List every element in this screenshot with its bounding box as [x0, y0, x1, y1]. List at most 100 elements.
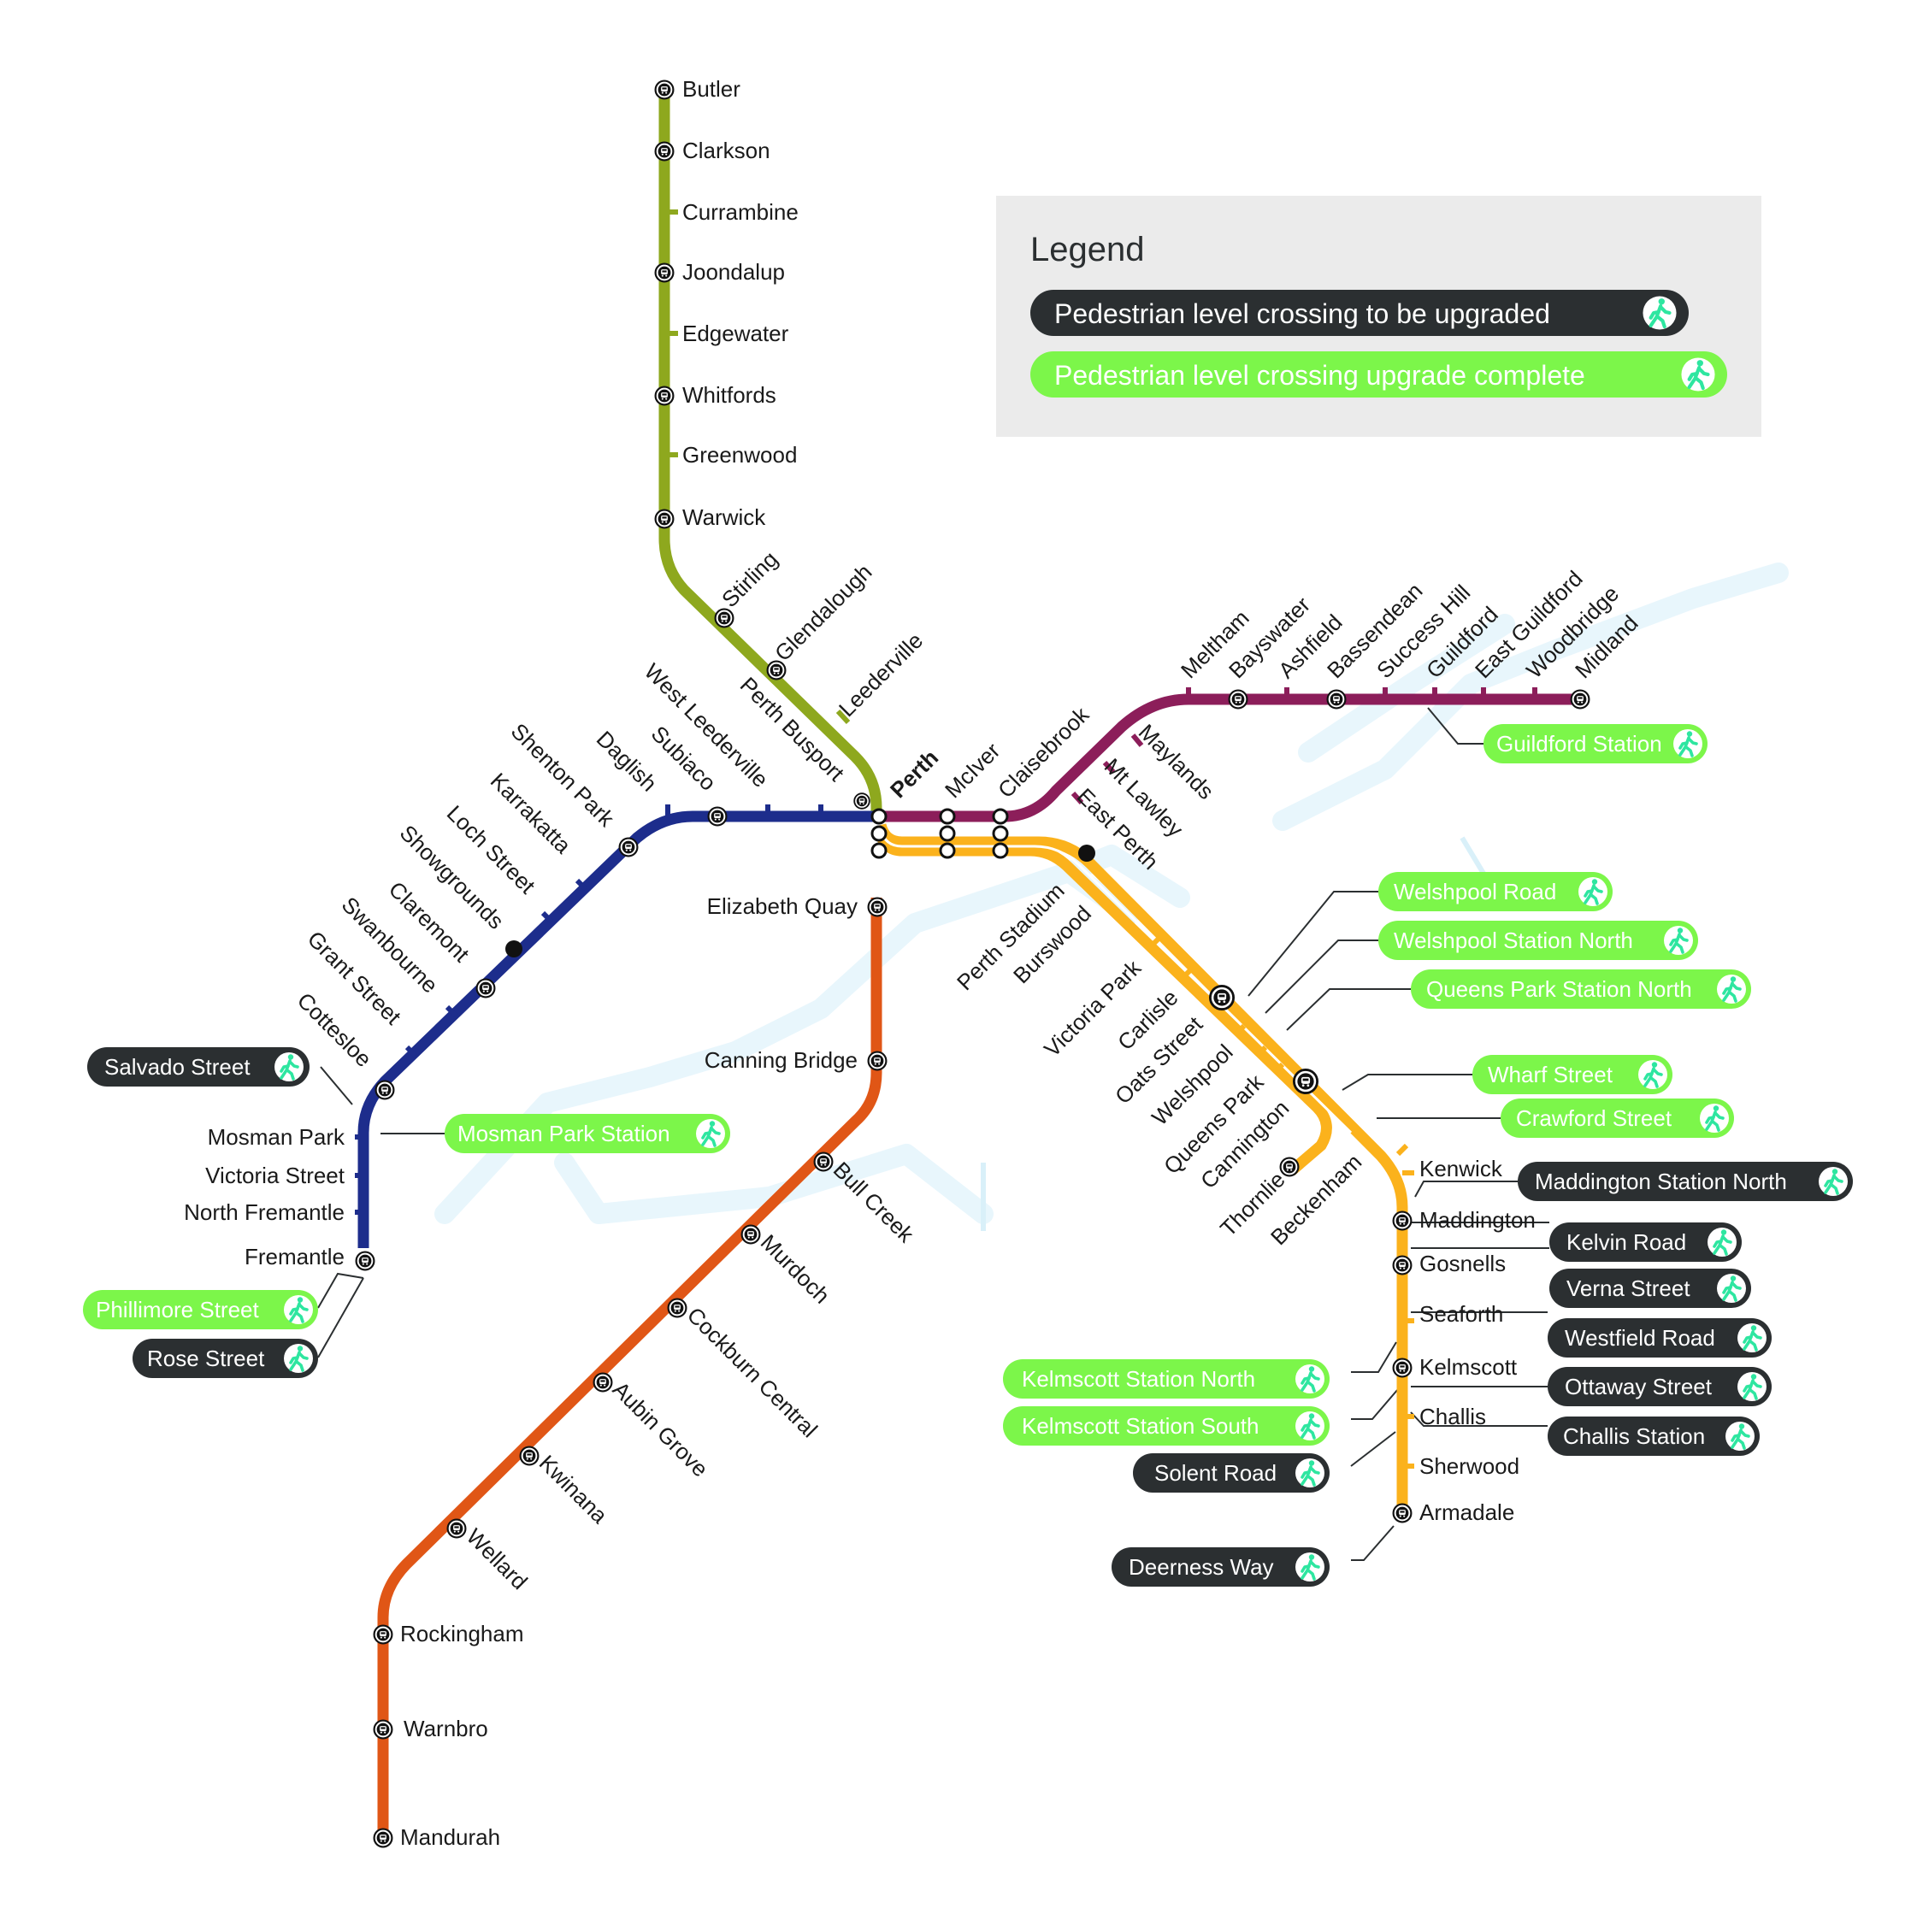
rotated-labels-downright: Perth Busport West Leederville Subiaco D…	[292, 658, 1219, 1594]
walker-icon	[282, 1293, 315, 1326]
station-icon-murdoch	[740, 1224, 761, 1245]
pill-crawford-street	[1501, 1099, 1734, 1138]
label-stirling: Stirling	[717, 546, 782, 612]
label-leederville: Leederville	[834, 627, 928, 722]
label-armadale: Armadale	[1419, 1499, 1514, 1525]
ferry-icon-east-perth	[1078, 845, 1095, 862]
label-victoria-street: Victoria Street	[205, 1163, 345, 1188]
pill-welshpool-road	[1378, 872, 1613, 911]
interchanges	[870, 808, 1009, 859]
label-warwick: Warwick	[682, 504, 766, 530]
legend: Legend Pedestrian level crossing to be u…	[996, 196, 1761, 437]
walker-icon	[1577, 875, 1609, 908]
station-icon-butler	[654, 80, 675, 100]
walker-icon	[1736, 1322, 1768, 1354]
legend-upgrade-complete: Pedestrian level crossing upgrade comple…	[1054, 360, 1585, 391]
label-gosnells: Gosnells	[1419, 1251, 1506, 1276]
pill-deerness-way	[1112, 1547, 1330, 1587]
label-mciver: McIver	[940, 738, 1006, 804]
station-icon-aubin-grove	[593, 1372, 613, 1393]
station-icon-midland	[1570, 689, 1590, 710]
label-aubin-grove: Aubin Grove	[608, 1376, 713, 1481]
crossing-welshpool-road: Welshpool Road	[1394, 879, 1556, 904]
label-mandurah: Mandurah	[400, 1824, 500, 1850]
crossing-challis-station: Challis Station	[1563, 1423, 1705, 1449]
label-joondalup: Joondalup	[682, 259, 785, 285]
station-icon-bassendean	[1326, 689, 1347, 710]
station-icon-fremantle	[355, 1251, 375, 1271]
label-canning-bridge: Canning Bridge	[705, 1047, 858, 1073]
pill-salvado-street	[87, 1047, 310, 1087]
station-icon-maddington	[1392, 1210, 1413, 1231]
station-icon-claremont	[475, 978, 496, 998]
label-seaforth: Seaforth	[1419, 1301, 1503, 1327]
label-glendalough: Glendalough	[770, 559, 876, 666]
crossing-crawford-street: Crawford Street	[1516, 1105, 1672, 1131]
crossing-mosman-park-station: Mosman Park Station	[457, 1121, 670, 1146]
label-murdoch: Murdoch	[756, 1229, 835, 1309]
label-kelmscott: Kelmscott	[1419, 1354, 1518, 1380]
pill-kelvin-road	[1549, 1222, 1742, 1262]
walker-icon	[1662, 924, 1695, 957]
walker-icon	[282, 1342, 315, 1375]
crossing-phillimore-street: Phillimore Street	[96, 1297, 260, 1322]
walker-icon	[1643, 296, 1676, 329]
label-greenwood: Greenwood	[682, 442, 797, 468]
walker-icon	[1294, 1363, 1326, 1395]
station-icon-mandurah	[373, 1828, 393, 1848]
station-icon-clarkson	[654, 141, 675, 162]
walker-icon	[1672, 727, 1704, 760]
label-whitfords: Whitfords	[682, 382, 776, 408]
fremantle-line	[357, 810, 875, 1248]
crossing-deerness-way: Deerness Way	[1129, 1554, 1274, 1580]
crossing-westfield-road: Westfield Road	[1565, 1325, 1715, 1351]
walker-icon	[273, 1051, 305, 1083]
station-icon-kwinana	[519, 1446, 540, 1466]
crossing-welshpool-station-north: Welshpool Station North	[1394, 928, 1633, 953]
river-background	[434, 563, 1789, 1224]
label-kwinana: Kwinana	[534, 1450, 613, 1529]
midland-line	[881, 693, 1578, 822]
crossing-guildford-station: Guildford Station	[1496, 731, 1662, 757]
station-labels: Butler Clarkson Currambine Joondalup Edg…	[184, 76, 1536, 1850]
label-warnbro: Warnbro	[404, 1716, 488, 1741]
pill-wharf-street	[1472, 1055, 1672, 1094]
label-currambine: Currambine	[682, 199, 799, 225]
pill-solent-road	[1133, 1453, 1330, 1493]
walker-icon	[1736, 1370, 1768, 1403]
station-icon-elizabeth-quay	[867, 897, 888, 917]
label-kenwick: Kenwick	[1419, 1156, 1503, 1181]
crossing-ottaway-street: Ottaway Street	[1565, 1374, 1713, 1399]
label-fremantle: Fremantle	[245, 1244, 345, 1269]
label-edgewater: Edgewater	[682, 321, 789, 346]
legend-to-be-upgraded: Pedestrian level crossing to be upgraded	[1054, 298, 1550, 329]
walker-icon	[1294, 1410, 1326, 1442]
label-clarkson: Clarkson	[682, 138, 770, 163]
pill-westfield-road	[1548, 1318, 1772, 1358]
walker-icon	[1715, 1272, 1748, 1305]
pill-challis-station	[1548, 1417, 1760, 1456]
station-icon-canning-bridge	[867, 1051, 888, 1071]
station-icon-bayswater	[1228, 689, 1248, 710]
crossing-solent-road: Solent Road	[1154, 1460, 1277, 1486]
station-icon-warnbro	[373, 1719, 393, 1740]
crossing-verna-street: Verna Street	[1566, 1275, 1690, 1301]
walker-icon	[1715, 973, 1748, 1005]
pill-maddington-station-north	[1518, 1162, 1853, 1201]
pill-verna-street	[1549, 1269, 1751, 1308]
station-icon-armadale	[1392, 1503, 1413, 1523]
walker-icon	[694, 1117, 727, 1150]
crossing-leaders	[317, 707, 1549, 1561]
crossing-rose-street: Rose Street	[147, 1346, 265, 1371]
station-icon-wellard	[446, 1518, 467, 1539]
station-icon-warwick	[654, 509, 675, 529]
pill-guildford-station	[1483, 724, 1708, 763]
station-icon-bull-creek	[813, 1152, 834, 1172]
pill-ottaway-street	[1548, 1367, 1772, 1406]
station-icon-shenton-park	[618, 837, 639, 857]
pill-welshpool-station-north	[1378, 921, 1698, 960]
label-rockingham: Rockingham	[400, 1621, 524, 1646]
station-icon-gosnells	[1392, 1255, 1413, 1275]
walker-icon	[1817, 1165, 1849, 1198]
